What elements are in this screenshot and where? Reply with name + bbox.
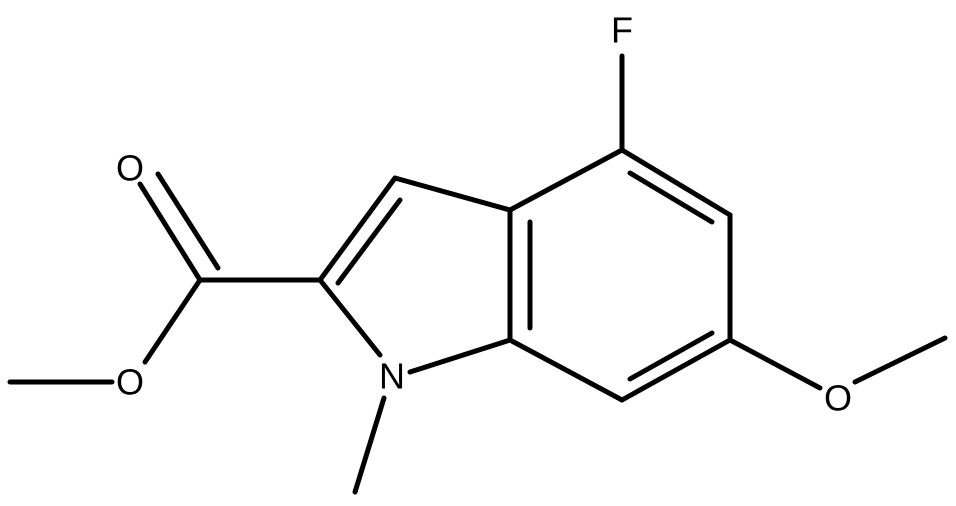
bond-c6-c7 bbox=[619, 337, 733, 403]
atom-fluorine: F bbox=[611, 10, 633, 51]
atom-ring-nitrogen: N bbox=[379, 356, 405, 397]
bond-o-ch3 bbox=[852, 335, 948, 385]
bond-c3-c2-inner bbox=[335, 197, 403, 286]
bond-c4-c5-inner bbox=[627, 170, 715, 225]
atom-methoxy-oxygen: O bbox=[824, 378, 852, 419]
bond-c2-n1 bbox=[317, 277, 383, 358]
bond-c3-c2 bbox=[317, 175, 398, 283]
atom-ester-oxygen: O bbox=[116, 362, 144, 403]
bond-c7-c7a bbox=[507, 337, 625, 403]
bond-c3a-c4 bbox=[507, 147, 625, 213]
bond-carbonyl-o-double-b bbox=[155, 171, 221, 271]
bond-n-ch3 bbox=[352, 395, 387, 495]
bond-c4-c5 bbox=[619, 147, 733, 218]
bond-n1-c7a bbox=[407, 337, 513, 375]
bond-c6-o bbox=[727, 337, 823, 391]
bond-carbonyl-o-double-a bbox=[137, 181, 203, 283]
bond-carbonyl-o-single bbox=[142, 277, 203, 365]
bond-c6-c7-inner bbox=[627, 330, 715, 382]
bond-c3a-c3 bbox=[392, 175, 513, 213]
atom-carbonyl-oxygen: O bbox=[116, 148, 144, 189]
